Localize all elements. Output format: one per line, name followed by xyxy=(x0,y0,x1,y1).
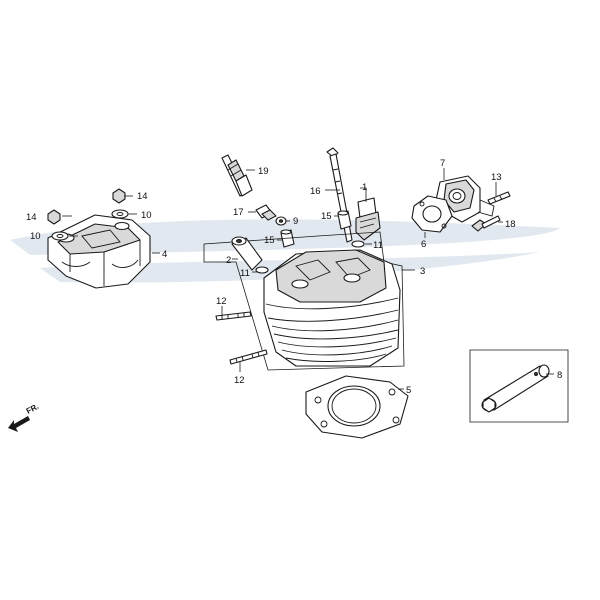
callout-5: 5 xyxy=(406,385,411,396)
stud-12-lower xyxy=(229,349,268,365)
direction-label: FR. xyxy=(25,402,41,416)
nut-14-right xyxy=(112,188,126,204)
leader-lines xyxy=(62,168,554,390)
front-direction-arrow: FR. xyxy=(8,402,40,432)
stud-bolt-13 xyxy=(487,191,511,205)
o-ring-11-right xyxy=(351,240,365,248)
insulator-gasket xyxy=(411,195,453,233)
callout-8: 8 xyxy=(557,370,562,381)
callout-17: 17 xyxy=(233,207,244,218)
callout-10-left: 10 xyxy=(30,231,41,242)
stud-12-upper xyxy=(215,311,252,321)
callout-18: 18 xyxy=(505,219,516,230)
callout-10-right: 10 xyxy=(141,210,152,221)
tool-frame xyxy=(469,349,569,423)
cylinder-head-frame xyxy=(203,231,405,371)
callout-13: 13 xyxy=(491,172,502,183)
washer-10-left xyxy=(51,231,69,241)
spark-plug-wrench xyxy=(481,364,550,413)
callout-9: 9 xyxy=(293,216,298,227)
washer-10-right xyxy=(111,209,129,219)
nut-14-left xyxy=(47,209,61,225)
callout-4: 4 xyxy=(162,249,167,260)
callout-2: 2 xyxy=(226,255,231,266)
o-ring-11-left xyxy=(255,266,269,274)
callouts: 4 14 10 14 10 19 17 9 16 15 15 1 11 2 11… xyxy=(26,158,562,396)
callout-14-left: 14 xyxy=(26,212,37,223)
bolt-17 xyxy=(255,204,277,221)
callout-15-lower: 15 xyxy=(264,235,275,246)
callout-6: 6 xyxy=(421,239,426,250)
callout-1: 1 xyxy=(362,182,367,193)
callout-7: 7 xyxy=(440,158,445,169)
callout-14-right: 14 xyxy=(137,191,148,202)
callout-11-left: 11 xyxy=(240,268,250,279)
callout-12-upper: 12 xyxy=(216,296,227,307)
callout-16: 16 xyxy=(310,186,321,197)
callout-15-upper: 15 xyxy=(321,211,332,222)
dowel-pin-15-upper xyxy=(337,210,352,230)
callout-19: 19 xyxy=(258,166,269,177)
callout-12-lower: 12 xyxy=(234,375,245,386)
cylinder-head xyxy=(263,249,401,367)
spark-plug xyxy=(221,154,253,197)
head-gasket xyxy=(305,375,409,439)
callout-11-right: 11 xyxy=(373,240,383,251)
stud-bolt-18 xyxy=(471,215,501,232)
washer-9 xyxy=(275,216,287,226)
callout-3: 3 xyxy=(420,266,425,277)
spark-plug-boss xyxy=(231,236,263,271)
